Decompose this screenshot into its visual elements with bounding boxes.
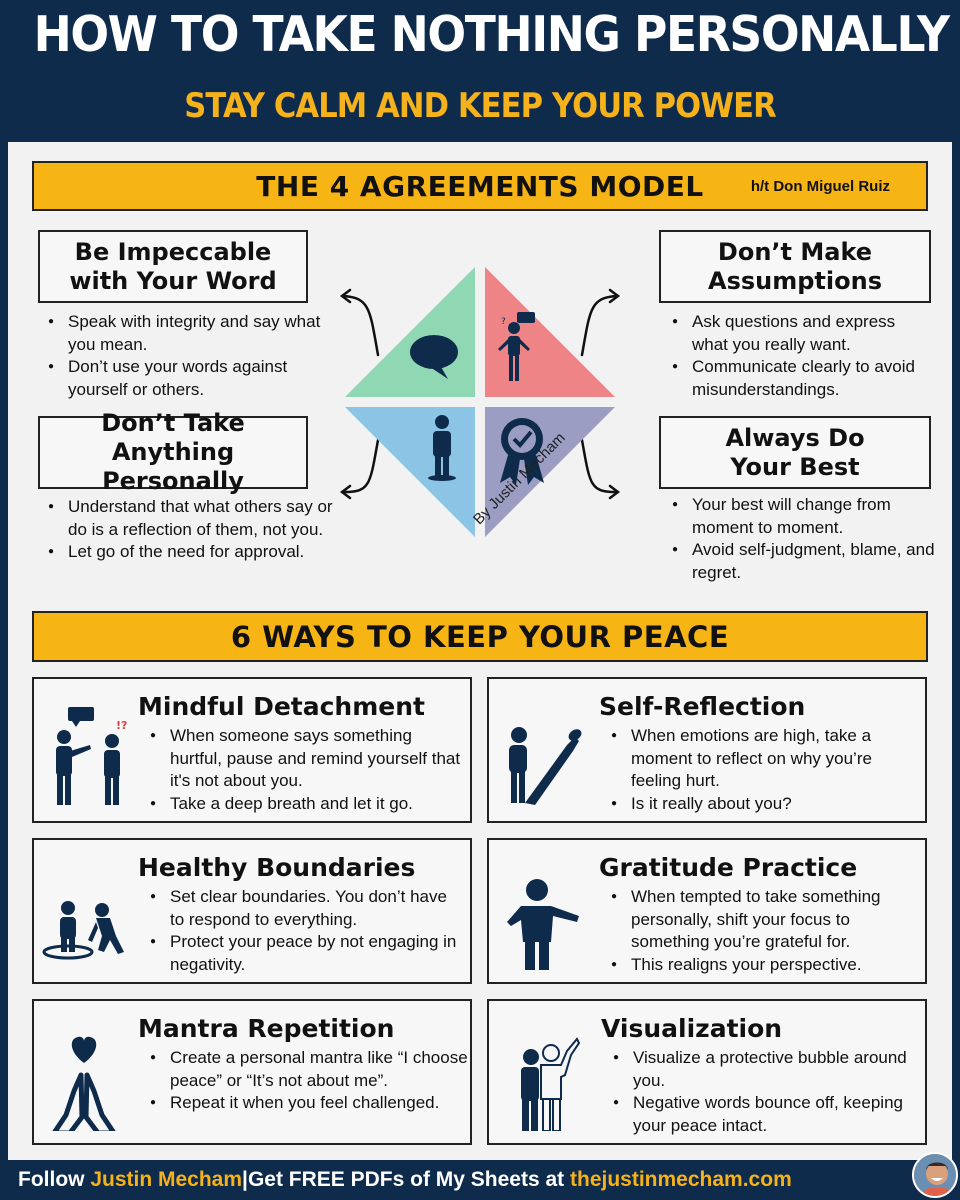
footer-cta: Get FREE PDFs of My Sheets at bbox=[247, 1168, 571, 1191]
card-title: Mantra Repetition bbox=[138, 1014, 395, 1043]
card-self-reflection: Self-Reflection When emotions are high, … bbox=[487, 677, 927, 823]
list-item: Ask questions and express what you reall… bbox=[670, 311, 935, 356]
svg-text:!?: !? bbox=[116, 719, 127, 732]
header: HOW TO TAKE NOTHING PERSONALLY STAY CALM… bbox=[0, 0, 960, 142]
arrow-top-right-head bbox=[608, 288, 621, 304]
list-item: Negative words bounce off, keeping your … bbox=[611, 1092, 923, 1137]
footer-author-link[interactable]: Justin Mecham bbox=[90, 1168, 243, 1191]
arrow-top-right bbox=[580, 294, 618, 357]
list-item: Your best will change from moment to mom… bbox=[670, 494, 945, 539]
award-badge-icon bbox=[500, 418, 544, 485]
list-item: Take a deep breath and let it go. bbox=[148, 793, 464, 816]
arrow-top-left-head bbox=[339, 288, 352, 304]
list-item: Is it really about you? bbox=[609, 793, 923, 816]
person-shadow-icon bbox=[509, 727, 582, 805]
speech-bubble-icon bbox=[410, 335, 458, 379]
list-item: Let go of the need for approval. bbox=[46, 541, 336, 564]
ways-banner: 6 WAYS TO KEEP YOUR PEACE bbox=[32, 611, 928, 662]
page-title: HOW TO TAKE NOTHING PERSONALLY bbox=[33, 6, 950, 63]
list-item: Protect your peace by not engaging in ne… bbox=[148, 931, 464, 976]
card-title: Visualization bbox=[601, 1014, 783, 1043]
card-bullets: Visualize a protective bubble around you… bbox=[611, 1047, 923, 1137]
card-bullets: When someone says something hurtful, pau… bbox=[148, 725, 464, 815]
list-item: Don’t use your words against yourself or… bbox=[46, 356, 326, 401]
footer-follow: Follow bbox=[18, 1168, 91, 1191]
list-item: Speak with integrity and say what you me… bbox=[46, 311, 326, 356]
agreement-title-line1: Don’t Take bbox=[101, 409, 245, 437]
card-title: Gratitude Practice bbox=[599, 853, 858, 882]
arrow-bottom-left bbox=[342, 438, 380, 494]
agreement-title-line2: Your Best bbox=[730, 452, 860, 481]
boundary-circle-icon bbox=[42, 901, 124, 960]
agreement-title-line2: Anything Personally bbox=[102, 438, 244, 495]
agreements-diamond: ? bbox=[345, 267, 615, 537]
hat-tip: h/t Don Miguel Ruiz bbox=[750, 177, 890, 195]
agreement-title-line2: with Your Word bbox=[69, 266, 277, 295]
card-title: Self-Reflection bbox=[599, 692, 806, 721]
avatar bbox=[912, 1152, 958, 1198]
footer-separator: | bbox=[242, 1168, 248, 1191]
page-subtitle: STAY CALM AND KEEP YOUR POWER bbox=[184, 86, 776, 126]
card-bullets: When tempted to take something personall… bbox=[609, 886, 923, 976]
agreement-title-line1: Be Impeccable bbox=[74, 237, 272, 266]
arrow-bottom-right bbox=[580, 438, 618, 494]
card-bullets: Create a personal mantra like “I choose … bbox=[148, 1047, 468, 1115]
confused-person-icon: ? bbox=[498, 312, 535, 381]
agreement-bullets-impeccable: Speak with integrity and say what you me… bbox=[46, 311, 326, 401]
author-avatar-icon bbox=[914, 1154, 956, 1196]
svg-text:?: ? bbox=[501, 317, 506, 327]
list-item: When tempted to take something personall… bbox=[609, 886, 923, 954]
agreements-banner: THE 4 AGREEMENTS MODEL h/t Don Miguel Ru… bbox=[32, 161, 928, 211]
list-item: Avoid self-judgment, blame, and regret. bbox=[670, 539, 945, 584]
praying-hands-heart-icon bbox=[52, 1036, 116, 1131]
agreement-title-line2: Assumptions bbox=[708, 266, 882, 295]
card-title: Healthy Boundaries bbox=[138, 853, 416, 882]
arrow-bottom-right-head bbox=[608, 484, 621, 500]
agreement-arrows bbox=[339, 288, 621, 500]
diamond-quadrant-green bbox=[345, 267, 475, 397]
card-healthy-boundaries: Healthy Boundaries Set clear boundaries.… bbox=[32, 838, 472, 984]
agreements-title: THE 4 AGREEMENTS MODEL bbox=[256, 169, 704, 203]
diamond-quadrant-red bbox=[485, 267, 615, 397]
ways-title: 6 WAYS TO KEEP YOUR PEACE bbox=[230, 619, 730, 654]
card-gratitude-practice: Gratitude Practice When tempted to take … bbox=[487, 838, 927, 984]
list-item: When emotions are high, take a moment to… bbox=[609, 725, 923, 793]
two-people-talking-icon: !? bbox=[56, 707, 127, 805]
list-item: Set clear boundaries. You don’t have to … bbox=[148, 886, 464, 931]
card-mindful-detachment: !? Mindful Detachment When someone says … bbox=[32, 677, 472, 823]
list-item: When someone says something hurtful, pau… bbox=[148, 725, 464, 793]
arrow-bottom-left-head bbox=[339, 484, 352, 500]
agreement-title-line1: Don’t Make bbox=[717, 237, 873, 266]
diamond-quadrant-blue bbox=[345, 407, 475, 537]
arrow-top-left bbox=[342, 294, 380, 357]
card-mantra-repetition: Mantra Repetition Create a personal mant… bbox=[32, 999, 472, 1145]
agreement-bullets-best: Your best will change from moment to mom… bbox=[670, 494, 945, 584]
agreement-title-line1: Always Do bbox=[725, 423, 865, 452]
agreement-bullets-assumptions: Ask questions and express what you reall… bbox=[670, 311, 935, 401]
list-item: Visualize a protective bubble around you… bbox=[611, 1047, 923, 1092]
list-item: Repeat it when you feel challenged. bbox=[148, 1092, 468, 1115]
footer: Follow Justin Mecham|Get FREE PDFs of My… bbox=[0, 1160, 960, 1200]
agreement-bullets-personally: Understand that what others say or do is… bbox=[46, 496, 336, 564]
footer-site-link[interactable]: thejustinmecham.com bbox=[570, 1168, 792, 1191]
gesturing-person-icon bbox=[507, 879, 579, 970]
card-bullets: When emotions are high, take a moment to… bbox=[609, 725, 923, 815]
standing-person-icon bbox=[428, 415, 456, 481]
list-item: Create a personal mantra like “I choose … bbox=[148, 1047, 468, 1092]
two-people-pointing-icon bbox=[521, 1037, 581, 1131]
card-title: Mindful Detachment bbox=[138, 692, 425, 721]
card-visualization: Visualization Visualize a protective bub… bbox=[487, 999, 927, 1145]
list-item: Communicate clearly to avoid misundersta… bbox=[670, 356, 935, 401]
list-item: Understand that what others say or do is… bbox=[46, 496, 336, 541]
card-bullets: Set clear boundaries. You don’t have to … bbox=[148, 886, 464, 976]
list-item: This realigns your perspective. bbox=[609, 954, 923, 977]
